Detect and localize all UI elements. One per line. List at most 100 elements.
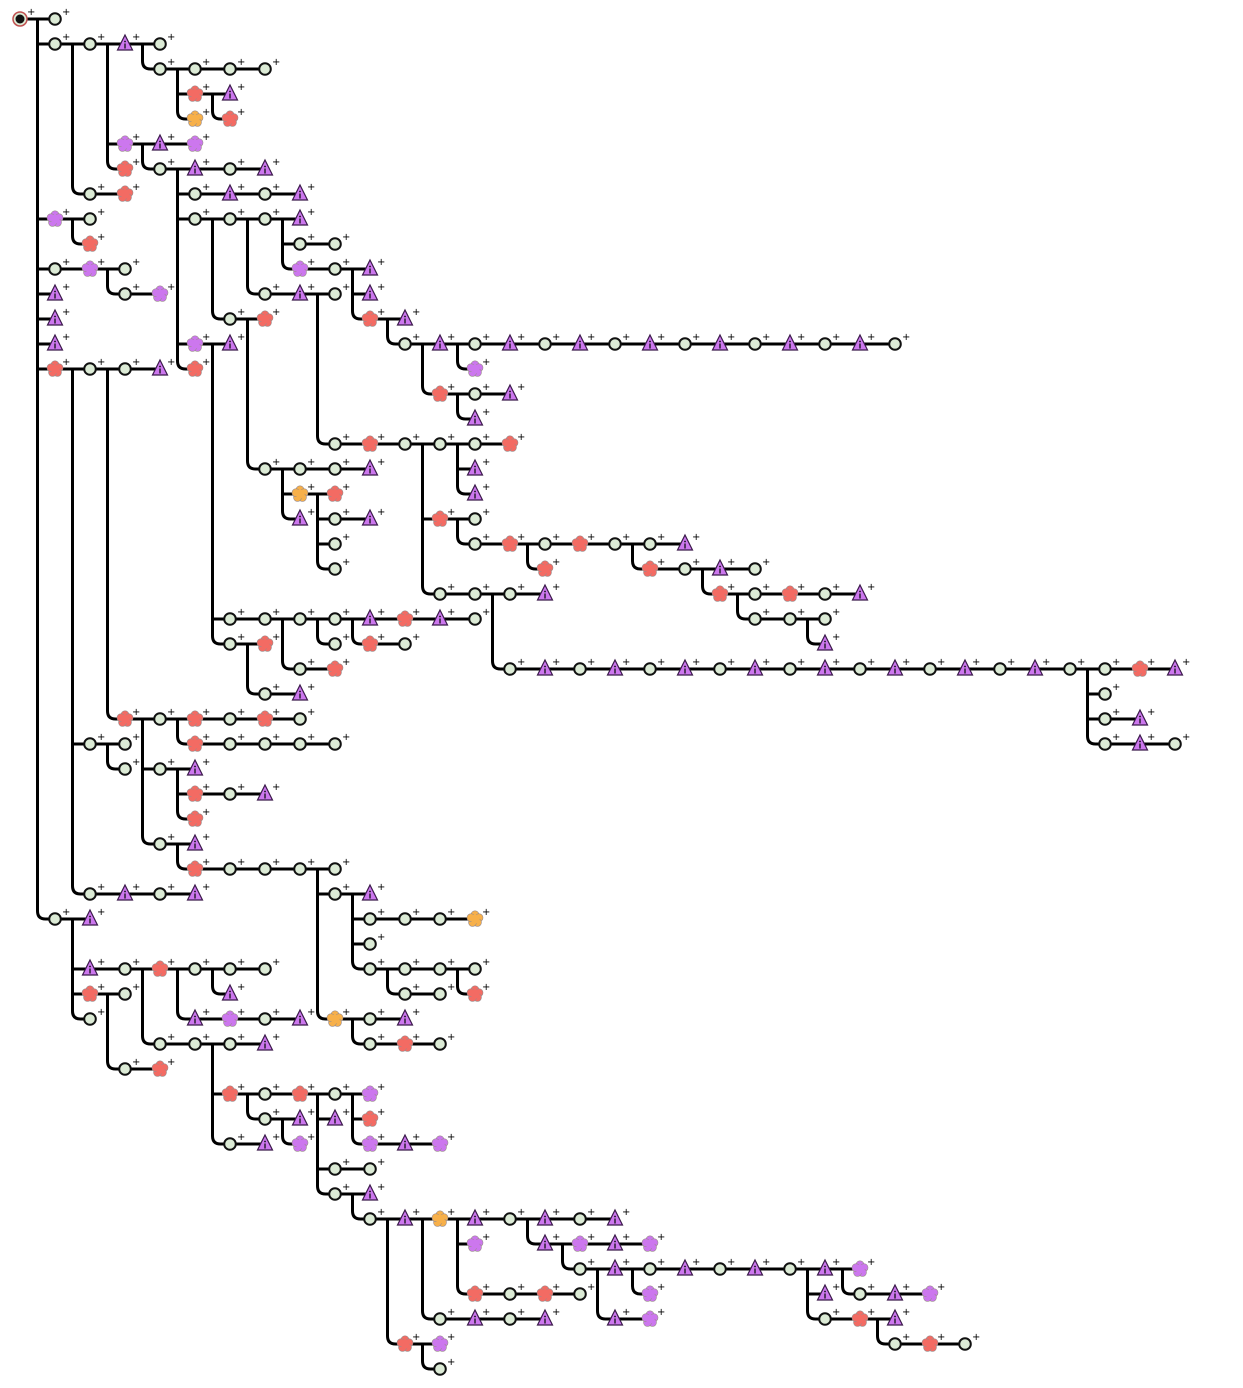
move-node[interactable]: + — [468, 332, 490, 351]
red-flower-node[interactable]: + — [501, 432, 525, 452]
expand-plus-icon[interactable]: + — [167, 832, 175, 843]
expand-plus-icon[interactable]: + — [202, 882, 210, 893]
move-node[interactable]: + — [188, 182, 210, 201]
expand-plus-icon[interactable]: + — [412, 1332, 420, 1343]
expand-plus-icon[interactable]: + — [1077, 657, 1085, 668]
expand-plus-icon[interactable]: + — [307, 1107, 315, 1118]
expand-plus-icon[interactable]: + — [97, 1007, 105, 1018]
purple-flower-node[interactable]: + — [921, 1282, 945, 1302]
expand-plus-icon[interactable]: + — [482, 382, 490, 393]
expand-plus-icon[interactable]: + — [202, 157, 210, 168]
expand-plus-icon[interactable]: + — [727, 657, 735, 668]
expand-plus-icon[interactable]: + — [482, 982, 490, 993]
expand-plus-icon[interactable]: + — [342, 657, 350, 668]
move-node[interactable]: + — [398, 632, 420, 651]
expand-plus-icon[interactable]: + — [832, 657, 840, 668]
red-flower-node[interactable]: + — [81, 982, 105, 1002]
expand-plus-icon[interactable]: + — [202, 707, 210, 718]
expand-plus-icon[interactable]: + — [832, 1282, 840, 1293]
expand-plus-icon[interactable]: + — [622, 1232, 630, 1243]
warning-node[interactable]: + — [536, 582, 561, 601]
expand-plus-icon[interactable]: + — [237, 1032, 245, 1043]
expand-plus-icon[interactable]: + — [692, 1257, 700, 1268]
expand-plus-icon[interactable]: + — [762, 657, 770, 668]
warning-node[interactable]: + — [886, 1307, 911, 1326]
expand-plus-icon[interactable]: + — [342, 1007, 350, 1018]
red-flower-node[interactable]: + — [256, 307, 280, 327]
move-node[interactable]: + — [258, 207, 280, 226]
purple-flower-node[interactable]: + — [641, 1232, 665, 1252]
move-node[interactable]: + — [328, 432, 350, 451]
expand-plus-icon[interactable]: + — [307, 857, 315, 868]
expand-plus-icon[interactable]: + — [202, 1032, 210, 1043]
move-node[interactable]: + — [83, 882, 105, 901]
expand-plus-icon[interactable]: + — [552, 1232, 560, 1243]
move-node[interactable]: + — [258, 1007, 280, 1026]
move-node[interactable]: + — [398, 957, 420, 976]
expand-plus-icon[interactable]: + — [97, 957, 105, 968]
warning-node[interactable]: + — [431, 332, 456, 351]
move-node[interactable]: + — [573, 1257, 595, 1276]
warning-node[interactable]: + — [361, 507, 386, 526]
warning-node[interactable]: + — [851, 582, 876, 601]
expand-plus-icon[interactable]: + — [902, 657, 910, 668]
move-node[interactable]: + — [958, 1332, 980, 1351]
expand-plus-icon[interactable]: + — [832, 632, 840, 643]
expand-plus-icon[interactable]: + — [482, 957, 490, 968]
warning-node[interactable]: + — [291, 507, 316, 526]
move-node[interactable]: + — [328, 532, 350, 551]
expand-plus-icon[interactable]: + — [307, 1132, 315, 1143]
warning-node[interactable]: + — [816, 1282, 841, 1301]
expand-plus-icon[interactable]: + — [97, 182, 105, 193]
expand-plus-icon[interactable]: + — [797, 1257, 805, 1268]
purple-flower-node[interactable]: + — [151, 282, 175, 302]
expand-plus-icon[interactable]: + — [377, 457, 385, 468]
expand-plus-icon[interactable]: + — [237, 857, 245, 868]
expand-plus-icon[interactable]: + — [202, 357, 210, 368]
expand-plus-icon[interactable]: + — [237, 82, 245, 93]
expand-plus-icon[interactable]: + — [447, 907, 455, 918]
move-node[interactable]: + — [118, 732, 140, 751]
warning-node[interactable]: + — [151, 357, 176, 376]
move-node[interactable]: + — [293, 857, 315, 876]
move-node[interactable]: + — [48, 32, 70, 51]
expand-plus-icon[interactable]: + — [272, 182, 280, 193]
expand-plus-icon[interactable]: + — [762, 607, 770, 618]
expand-plus-icon[interactable]: + — [202, 332, 210, 343]
expand-plus-icon[interactable]: + — [797, 607, 805, 618]
move-node[interactable]: + — [1098, 707, 1120, 726]
expand-plus-icon[interactable]: + — [517, 382, 525, 393]
expand-plus-icon[interactable]: + — [412, 1132, 420, 1143]
expand-plus-icon[interactable]: + — [272, 1132, 280, 1143]
expand-plus-icon[interactable]: + — [902, 1282, 910, 1293]
orange-flower-node[interactable]: + — [326, 1007, 350, 1027]
warning-node[interactable]: + — [501, 332, 526, 351]
expand-plus-icon[interactable]: + — [552, 332, 560, 343]
expand-plus-icon[interactable]: + — [622, 1207, 630, 1218]
warning-node[interactable]: + — [746, 1257, 771, 1276]
warning-node[interactable]: + — [396, 307, 421, 326]
expand-plus-icon[interactable]: + — [832, 607, 840, 618]
expand-plus-icon[interactable]: + — [272, 682, 280, 693]
expand-plus-icon[interactable]: + — [552, 1307, 560, 1318]
move-node[interactable]: + — [363, 1007, 385, 1026]
red-flower-node[interactable]: + — [641, 557, 665, 577]
purple-flower-node[interactable]: + — [431, 1132, 455, 1152]
expand-plus-icon[interactable]: + — [342, 457, 350, 468]
warning-node[interactable]: + — [431, 607, 456, 626]
move-node[interactable]: + — [1063, 657, 1085, 676]
move-node[interactable]: + — [223, 782, 245, 801]
warning-node[interactable]: + — [536, 1232, 561, 1251]
expand-plus-icon[interactable]: + — [342, 507, 350, 518]
expand-plus-icon[interactable]: + — [832, 582, 840, 593]
move-node[interactable]: + — [643, 532, 665, 551]
warning-node[interactable]: + — [186, 832, 211, 851]
move-node[interactable]: + — [398, 982, 420, 1001]
red-flower-node[interactable]: + — [851, 1307, 875, 1327]
expand-plus-icon[interactable]: + — [342, 632, 350, 643]
expand-plus-icon[interactable]: + — [832, 332, 840, 343]
expand-plus-icon[interactable]: + — [622, 1257, 630, 1268]
warning-node[interactable]: + — [501, 382, 526, 401]
expand-plus-icon[interactable]: + — [482, 407, 490, 418]
expand-plus-icon[interactable]: + — [377, 1107, 385, 1118]
